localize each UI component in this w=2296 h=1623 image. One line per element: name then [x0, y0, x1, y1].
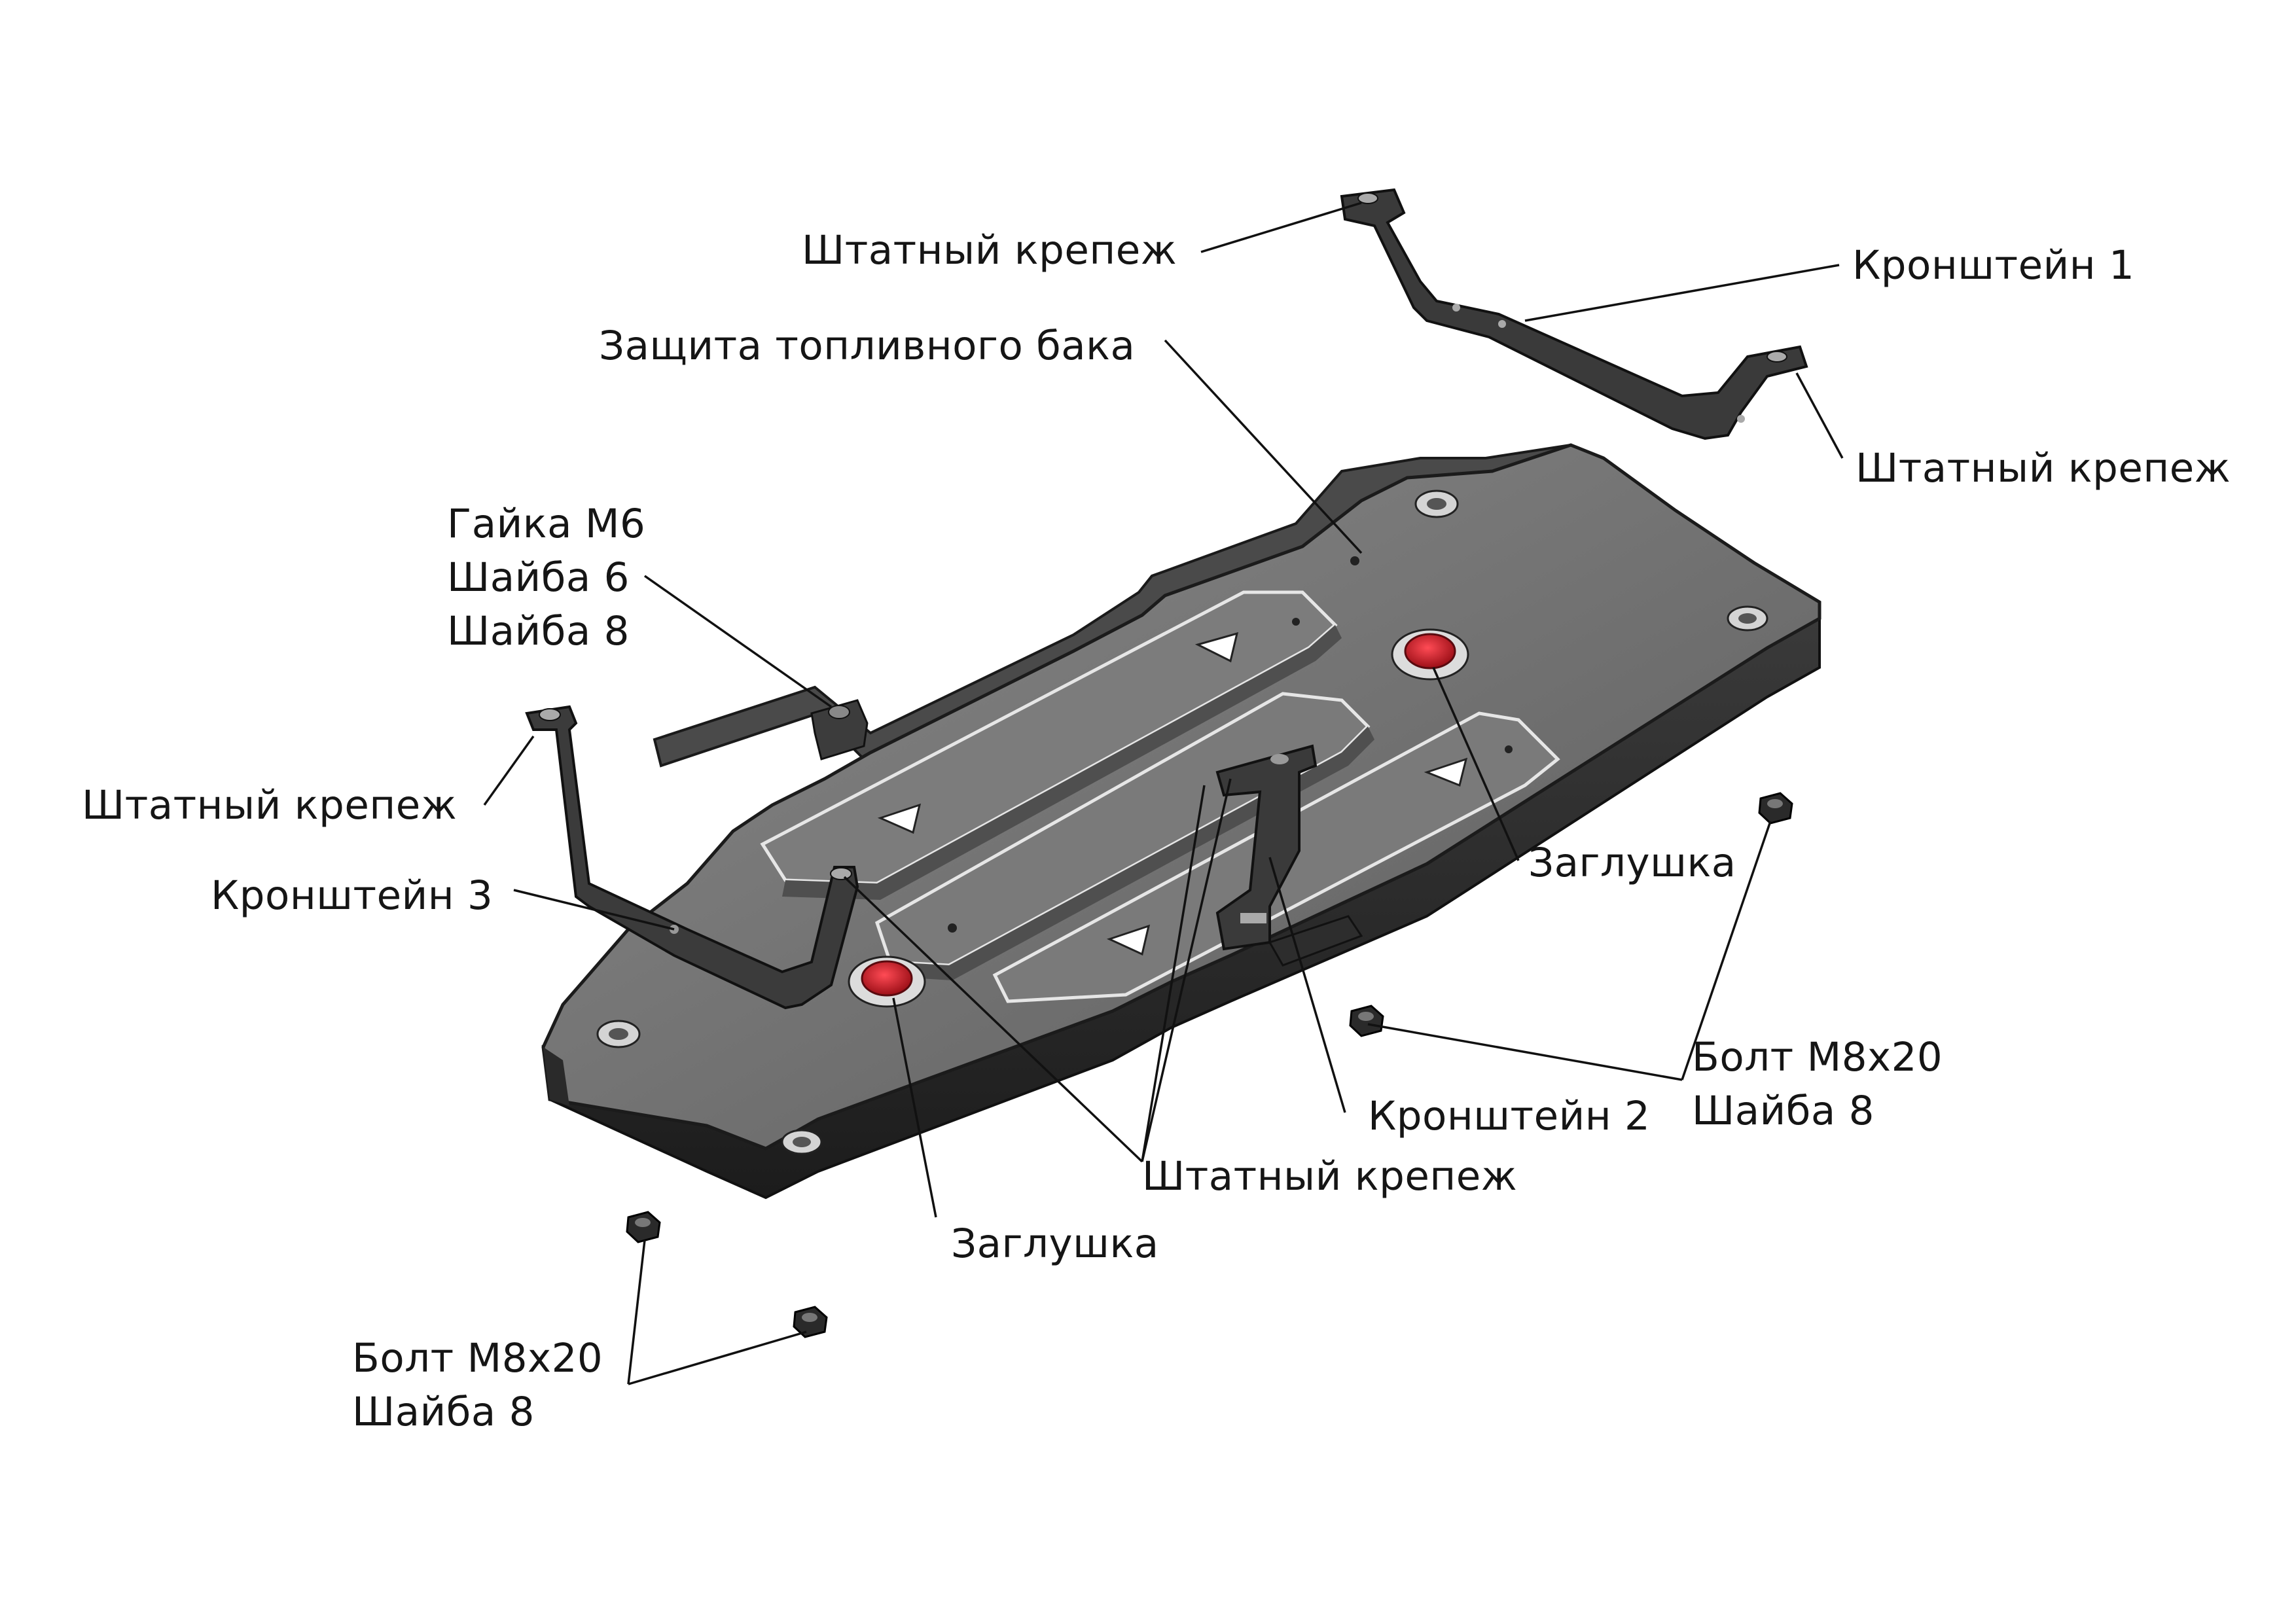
label-zaglushka-right: Заглушка — [1528, 840, 1736, 886]
label-shaiba-8-left: Шайба 8 — [352, 1389, 535, 1435]
label-kronshtein-2: Кронштейн 2 — [1368, 1093, 1651, 1139]
leader-shtatny-right — [1795, 372, 1844, 459]
vent-hole — [1106, 924, 1151, 956]
leader-lines — [483, 202, 1844, 1385]
label-zaglushka-bottom: Заглушка — [951, 1221, 1159, 1267]
label-gaika-m6: Гайка М6 — [447, 501, 646, 547]
leader-shtatny-top — [1200, 202, 1362, 253]
mount-hole — [596, 1020, 641, 1048]
plug-right — [1391, 628, 1469, 681]
leader-shtatny-bottom-b — [1141, 778, 1232, 1162]
mount-hole — [781, 1129, 823, 1155]
label-shtatny-krepezh-left: Штатный крепеж — [82, 782, 457, 829]
bolt-right-upper — [1758, 792, 1793, 825]
leader-bolt-left-a — [627, 1240, 646, 1385]
vent-hole — [1194, 632, 1239, 663]
bracket-2 — [1215, 744, 1363, 967]
leader-shtatny-bottom-a — [843, 876, 1143, 1163]
leader-shtatny-left — [483, 735, 535, 806]
bracket-1 — [1340, 188, 1808, 440]
label-shaiba-6: Шайба 6 — [447, 554, 630, 601]
vent-hole — [1424, 757, 1468, 787]
leader-kronshtein-1 — [1524, 264, 1840, 322]
bolt-left-upper — [626, 1211, 661, 1243]
label-kronshtein-3: Кронштейн 3 — [211, 872, 493, 919]
mount-hole — [1727, 605, 1768, 632]
leader-bolt-right-b — [1367, 1023, 1683, 1081]
leader-gaika — [643, 575, 833, 708]
guard-left-end — [543, 1047, 569, 1106]
plug-left — [848, 955, 926, 1008]
leader-zaglushka-bottom — [892, 997, 937, 1218]
leader-zaglushka-right — [1432, 667, 1520, 861]
leader-zashchita — [1164, 339, 1363, 554]
label-shtatny-krepezh-bottom: Штатный крепеж — [1142, 1153, 1518, 1200]
bracket-3 — [525, 705, 859, 1010]
leader-shtatny-bottom-c — [1141, 785, 1206, 1162]
bolt-left-lower — [793, 1306, 828, 1338]
small-hole — [1505, 745, 1513, 753]
small-hole — [1350, 556, 1359, 565]
label-bolt-left-group: Болт М8х20 Шайба 8 — [352, 1332, 603, 1439]
leader-kronshtein-2 — [1268, 857, 1346, 1113]
leader-kronshtein-3 — [513, 889, 675, 931]
nut-tab — [810, 699, 869, 760]
small-hole — [1292, 618, 1300, 626]
label-gaika-group: Гайка М6 Шайба 6 Шайба 8 — [447, 497, 645, 658]
label-zashchita-toplivnogo-baka: Защита топливного бака — [599, 323, 1136, 369]
vent-hole — [877, 803, 922, 834]
leader-bolt-right-a — [1681, 821, 1772, 1080]
label-shtatny-krepezh-top: Штатный крепеж — [802, 227, 1177, 274]
label-bolt-right-group: Болт М8х20 Шайба 8 — [1692, 1031, 1943, 1138]
label-shaiba-8-right: Шайба 8 — [1692, 1088, 1874, 1134]
label-shaiba-8: Шайба 8 — [447, 608, 630, 654]
label-bolt-m8x20-left: Болт М8х20 — [352, 1335, 603, 1382]
mount-hole — [1414, 490, 1459, 518]
label-bolt-m8x20-right: Болт М8х20 — [1692, 1034, 1943, 1080]
label-shtatny-krepezh-right: Штатный крепеж — [1856, 445, 2231, 491]
label-kronshtein-1: Кронштейн 1 — [1852, 242, 2135, 289]
leader-bolt-left-b — [628, 1330, 807, 1385]
small-hole — [948, 923, 957, 933]
bolt-right-lower — [1349, 1005, 1384, 1037]
fuel-tank-guard — [541, 443, 1821, 1200]
